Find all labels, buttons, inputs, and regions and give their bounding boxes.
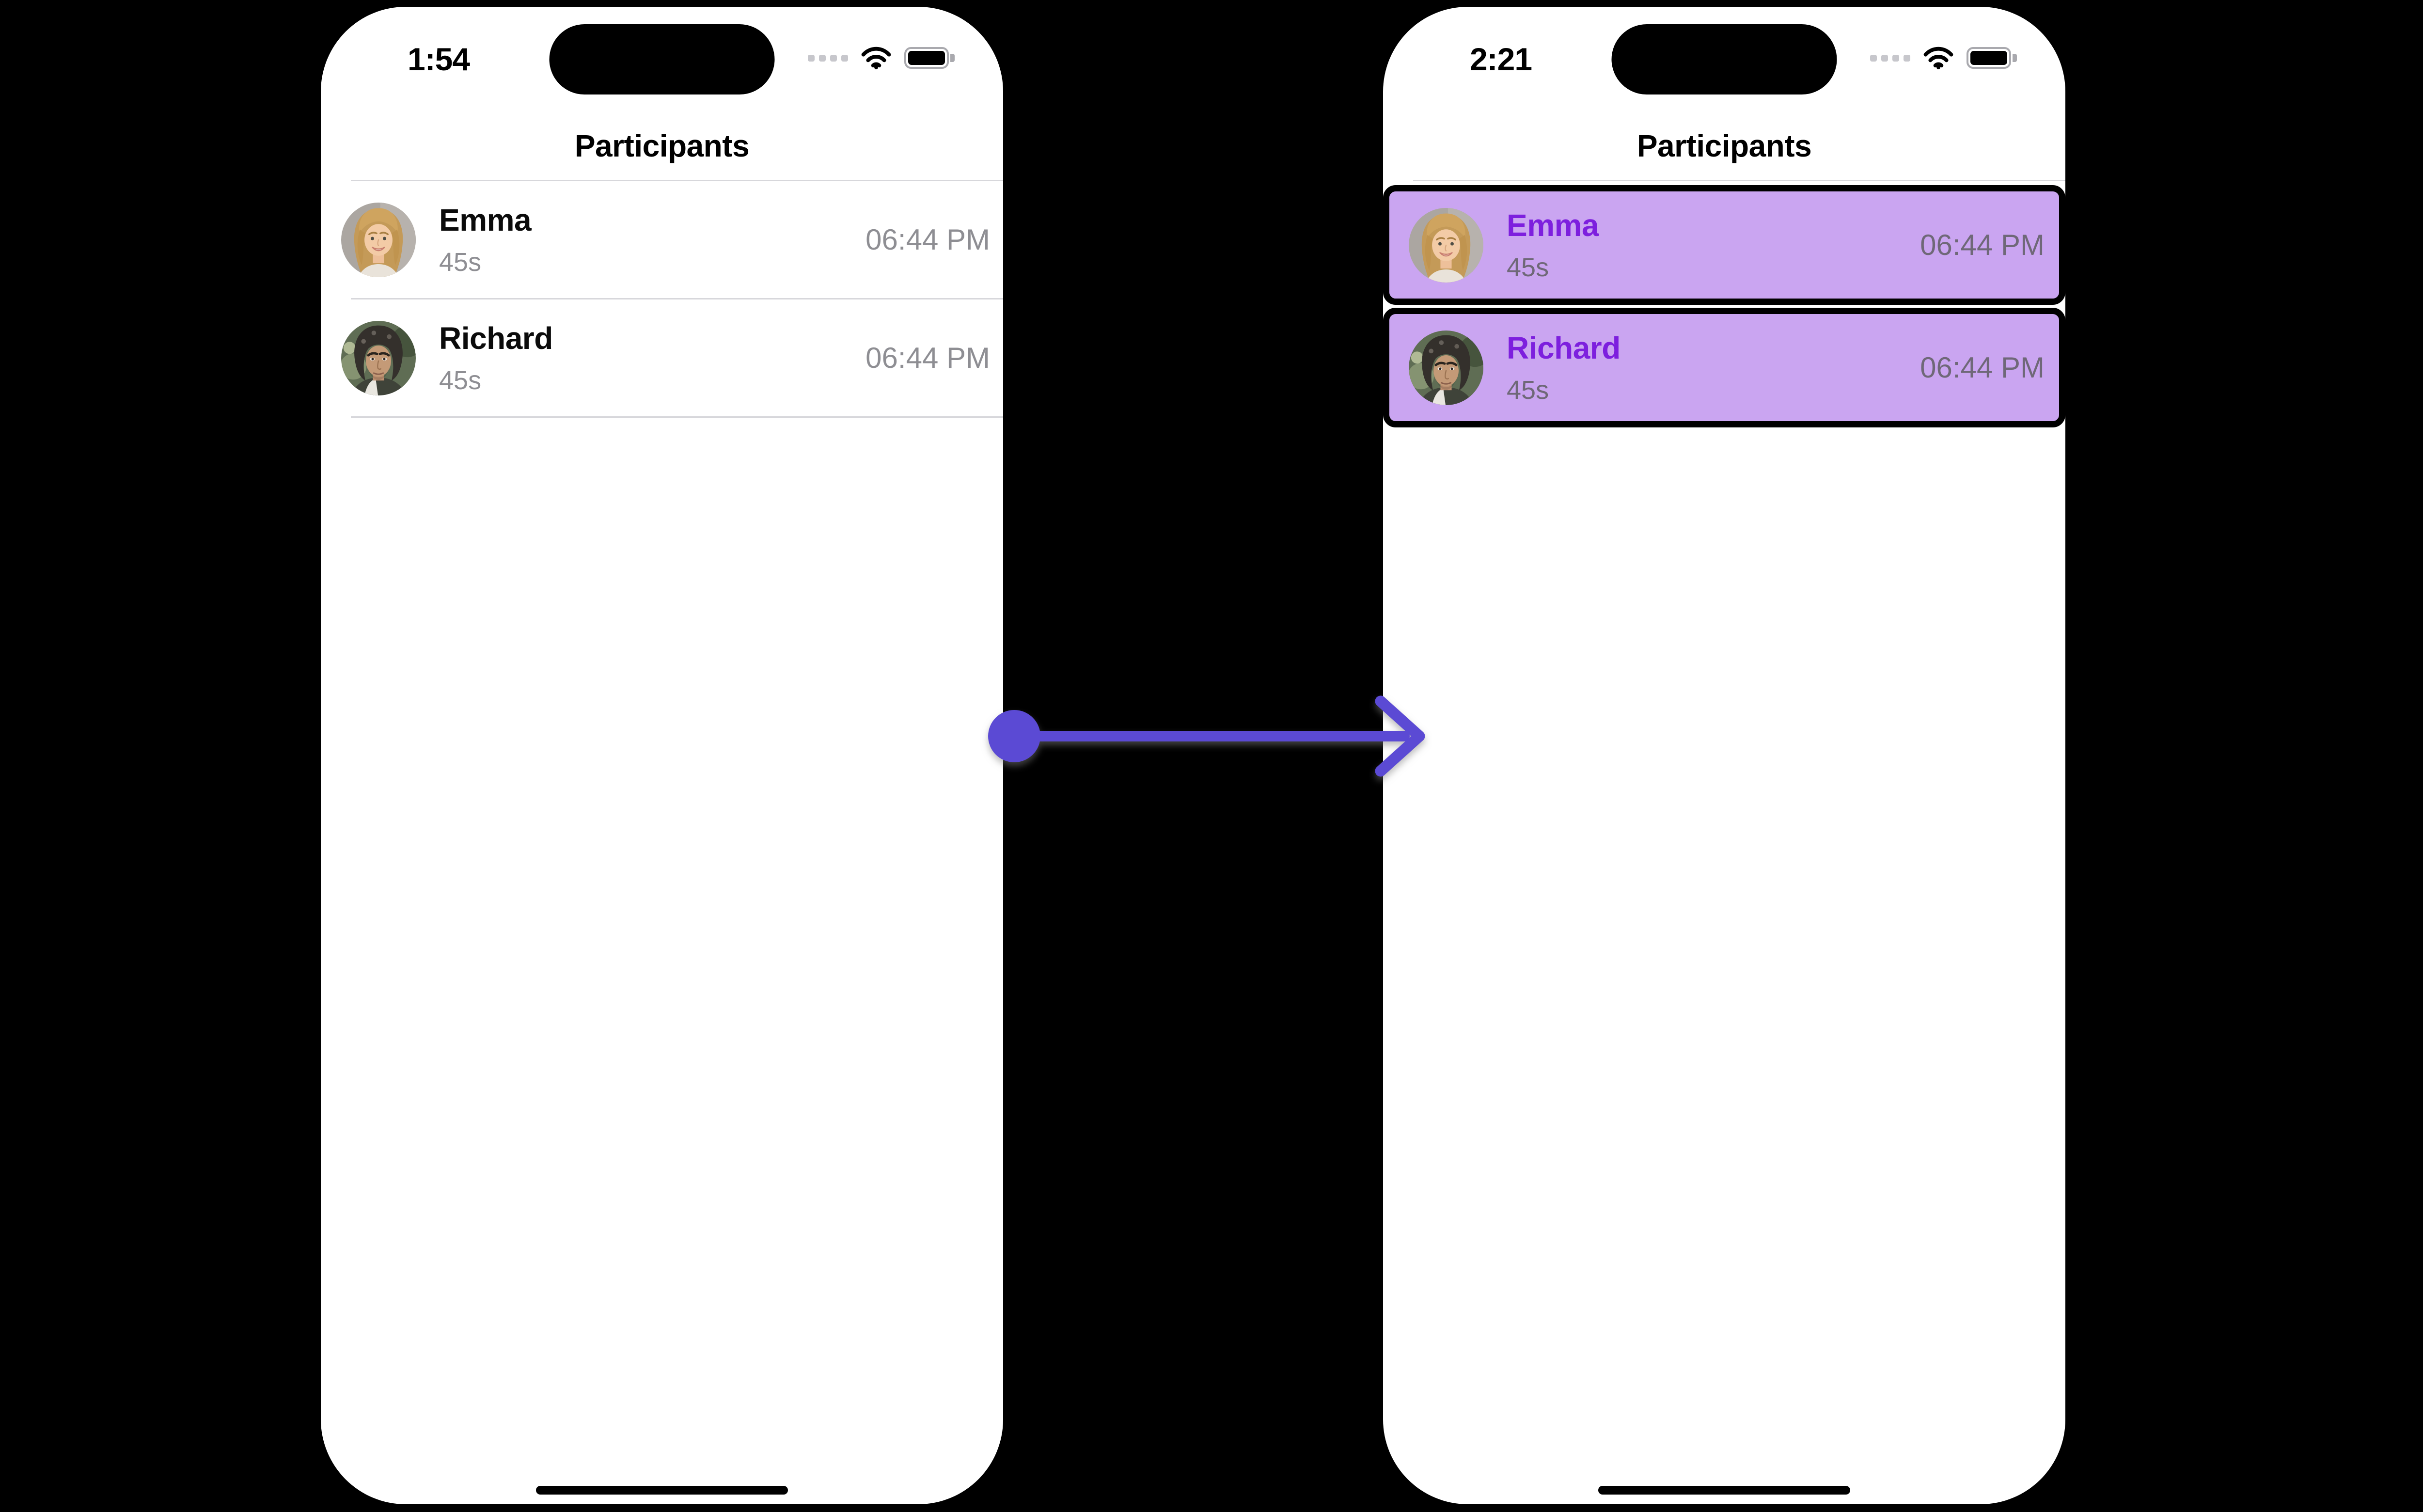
battery-icon — [904, 47, 955, 69]
wifi-icon — [861, 47, 892, 69]
participant-name: Emma — [439, 202, 532, 237]
participant-row-richard-highlighted[interactable]: Richard 45s 06:44 PM — [1383, 308, 2065, 427]
phone-before: 1:54 Participants Emma 45s 06:44 PM — [321, 7, 1003, 1504]
page-title: Participants — [574, 128, 750, 163]
dynamic-island — [1611, 24, 1837, 94]
participant-duration: 45s — [1507, 253, 1549, 283]
row-divider — [351, 416, 1003, 418]
emma-avatar — [341, 203, 416, 277]
emma-avatar — [1409, 208, 1483, 283]
home-indicator[interactable] — [1598, 1486, 1850, 1495]
page-title: Participants — [1636, 128, 1812, 163]
phone-after: 2:21 Participants Emma 45s 06:44 PM — [1383, 7, 2065, 1504]
participant-list: Emma 45s 06:44 PM Richard 45s 06:44 PM — [321, 180, 1003, 418]
participant-time: 06:44 PM — [1920, 351, 2045, 384]
wifi-icon — [1923, 47, 1954, 69]
richard-avatar — [341, 321, 416, 395]
participant-row-emma-highlighted[interactable]: Emma 45s 06:44 PM — [1383, 185, 2065, 305]
row-divider — [1413, 180, 2065, 181]
richard-avatar — [1409, 331, 1483, 405]
row-divider — [351, 298, 1003, 299]
status-time: 2:21 — [1469, 41, 1532, 77]
participant-list-highlighted: Emma 45s 06:44 PM Richard 45s 06:44 PM — [1383, 180, 2065, 430]
battery-icon — [1967, 47, 2017, 69]
participant-duration: 45s — [439, 366, 482, 395]
participant-time: 06:44 PM — [1920, 229, 2045, 261]
participant-info: Emma 45s — [439, 202, 532, 277]
participant-info: Richard 45s — [1507, 330, 1621, 405]
participant-info: Emma 45s — [1507, 209, 1599, 281]
participant-row-richard[interactable]: Richard 45s 06:44 PM — [321, 299, 1003, 416]
cellular-dots-icon — [808, 54, 848, 62]
row-divider — [351, 180, 1003, 181]
dynamic-island — [549, 24, 775, 94]
participant-name: Emma — [1507, 207, 1599, 243]
home-indicator[interactable] — [536, 1486, 788, 1495]
status-bar-icons — [808, 47, 955, 69]
participant-time: 06:44 PM — [865, 223, 990, 256]
participant-duration: 45s — [1507, 376, 1549, 405]
participant-name: Richard — [1507, 330, 1621, 365]
participant-time: 06:44 PM — [865, 342, 990, 374]
participant-row-emma[interactable]: Emma 45s 06:44 PM — [321, 181, 1003, 298]
status-bar-icons — [1870, 47, 2017, 69]
participant-duration: 45s — [439, 248, 482, 277]
status-time: 1:54 — [407, 41, 470, 77]
cellular-dots-icon — [1870, 54, 1910, 62]
participant-name: Richard — [439, 320, 553, 356]
participant-info: Richard 45s — [439, 322, 553, 394]
